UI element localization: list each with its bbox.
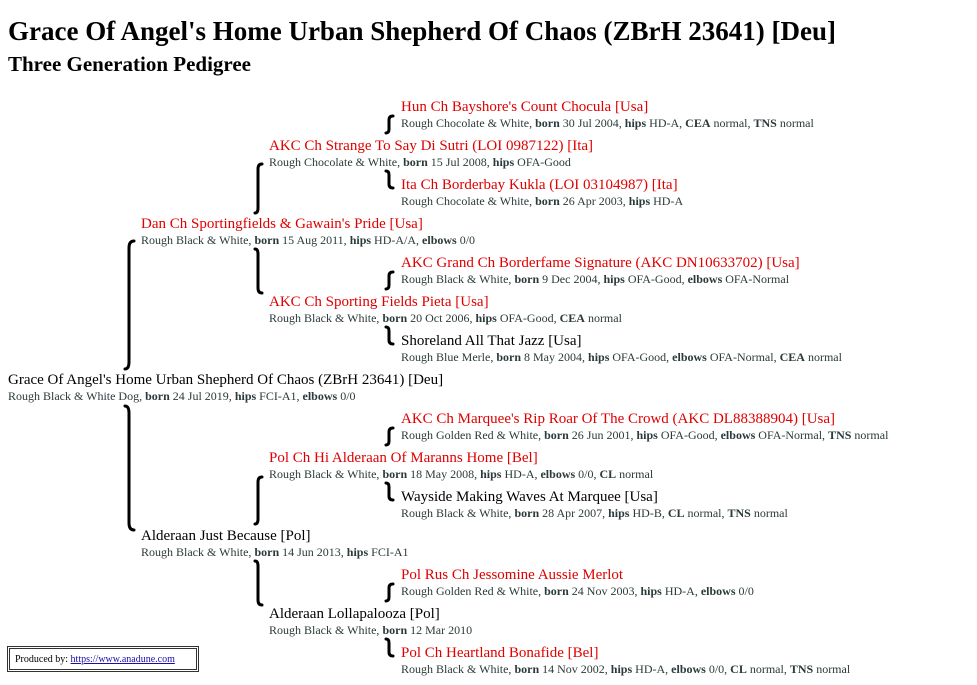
dog-details: Rough Black & White, born 14 Jun 2013, h… <box>141 545 409 559</box>
dog-details: Rough Black & White, born 12 Mar 2010 <box>269 623 473 637</box>
bracket-sss <box>384 114 395 135</box>
pedigree-entry-sire-sire-dam: Ita Ch Borderbay Kukla (LOI 03104987) [I… <box>401 176 683 209</box>
dog-details: Rough Black & White, born 20 Oct 2006, h… <box>269 311 622 325</box>
dog-name-link[interactable]: Ita Ch Borderbay Kukla (LOI 03104987) [I… <box>401 177 678 193</box>
dog-details: Rough Chocolate & White, born 26 Apr 200… <box>401 194 684 208</box>
dog-name-link[interactable]: Pol Ch Heartland Bonafide [Bel] <box>401 645 599 661</box>
pedigree-entry-dam: Alderaan Just Because [Pol] Rough Black … <box>141 527 409 560</box>
bracket-sire-dam <box>253 247 264 295</box>
dog-details: Rough Black & White, born 14 Nov 2002, h… <box>401 662 851 676</box>
bracket-sdd <box>384 325 395 346</box>
pedigree-entry-dam-sire: Pol Ch Hi Alderaan Of Maranns Home [Bel]… <box>269 449 653 482</box>
dog-name-link[interactable]: Pol Ch Hi Alderaan Of Maranns Home [Bel] <box>269 450 538 466</box>
dog-details: Rough Blue Merle, born 8 May 2004, hips … <box>401 350 842 364</box>
pedigree-entry-dam-sire-sire: AKC Ch Marquee's Rip Roar Of The Crowd (… <box>401 410 888 443</box>
bracket-ddd <box>384 637 395 658</box>
dog-details: Rough Chocolate & White, born 15 Jul 200… <box>269 155 571 169</box>
pedigree-entry-sire-sire-sire: Hun Ch Bayshore's Count Chocula [Usa] Ro… <box>401 98 814 131</box>
produced-by-box: Produced by: https://www.anadune.com <box>9 648 197 670</box>
dog-name: Wayside Making Waves At Marquee [Usa] <box>401 489 658 505</box>
dog-name: Alderaan Just Because [Pol] <box>141 528 311 544</box>
dog-name: Alderaan Lollapalooza [Pol] <box>269 606 440 622</box>
dog-details: Rough Black & White, born 15 Aug 2011, h… <box>141 233 476 247</box>
bracket-dds <box>384 582 395 603</box>
bracket-dsd <box>384 481 395 502</box>
pedigree-entry-dam-dam-dam: Pol Ch Heartland Bonafide [Bel] Rough Bl… <box>401 644 850 677</box>
bracket-subject-sire <box>123 239 136 371</box>
pedigree-entry-subject: Grace Of Angel's Home Urban Shepherd Of … <box>8 371 443 404</box>
produced-by-link[interactable]: https://www.anadune.com <box>70 654 175 665</box>
dog-name-link[interactable]: AKC Ch Sporting Fields Pieta [Usa] <box>269 294 489 310</box>
dog-name: Shoreland All That Jazz [Usa] <box>401 333 582 349</box>
bracket-sire-sire <box>253 162 264 215</box>
pedigree-entry-sire-sire: AKC Ch Strange To Say Di Sutri (LOI 0987… <box>269 137 593 170</box>
bracket-ssd <box>384 169 395 190</box>
bracket-dss <box>384 426 395 447</box>
dog-details: Rough Chocolate & White, born 30 Jul 200… <box>401 116 814 130</box>
dog-name-link[interactable]: AKC Ch Strange To Say Di Sutri (LOI 0987… <box>269 138 594 154</box>
dog-name-link[interactable]: Dan Ch Sportingfields & Gawain's Pride [… <box>141 216 423 232</box>
dog-details: Rough Golden Red & White, born 24 Nov 20… <box>401 584 754 598</box>
bracket-subject-dam <box>123 404 136 532</box>
dog-name-link[interactable]: AKC Ch Marquee's Rip Roar Of The Crowd (… <box>401 411 836 427</box>
subject-dog-name: Grace Of Angel's Home Urban Shepherd Of … <box>8 372 444 388</box>
dog-details: Rough Black & White Dog, born 24 Jul 201… <box>8 389 356 403</box>
dog-name-link[interactable]: Hun Ch Bayshore's Count Chocula [Usa] <box>401 99 649 115</box>
dog-details: Rough Black & White, born 18 May 2008, h… <box>269 467 654 481</box>
pedigree-entry-dam-dam: Alderaan Lollapalooza [Pol] Rough Black … <box>269 605 472 638</box>
pedigree-entry-sire-dam-dam: Shoreland All That Jazz [Usa] Rough Blue… <box>401 332 842 365</box>
pedigree-entry-sire-dam-sire: AKC Grand Ch Borderfame Signature (AKC D… <box>401 254 800 287</box>
dog-details: Rough Black & White, born 9 Dec 2004, hi… <box>401 272 790 286</box>
pedigree-entry-sire: Dan Ch Sportingfields & Gawain's Pride [… <box>141 215 475 248</box>
bracket-dam-sire <box>253 475 264 526</box>
pedigree-entry-dam-dam-sire: Pol Rus Ch Jessomine Aussie Merlot Rough… <box>401 566 754 599</box>
dog-details: Rough Golden Red & White, born 26 Jun 20… <box>401 428 889 442</box>
dog-details: Rough Black & White, born 28 Apr 2007, h… <box>401 506 788 520</box>
pedigree-entry-dam-sire-dam: Wayside Making Waves At Marquee [Usa] Ro… <box>401 488 788 521</box>
dog-name-link[interactable]: AKC Grand Ch Borderfame Signature (AKC D… <box>401 255 800 271</box>
page-title: Grace Of Angel's Home Urban Shepherd Of … <box>8 16 836 46</box>
bracket-sds <box>384 270 395 291</box>
produced-by-label: Produced by: <box>15 654 69 665</box>
pedigree-entry-sire-dam: AKC Ch Sporting Fields Pieta [Usa] Rough… <box>269 293 622 326</box>
bracket-dam-dam <box>253 559 264 607</box>
dog-name-link[interactable]: Pol Rus Ch Jessomine Aussie Merlot <box>401 567 624 583</box>
page-subtitle: Three Generation Pedigree <box>8 52 251 76</box>
